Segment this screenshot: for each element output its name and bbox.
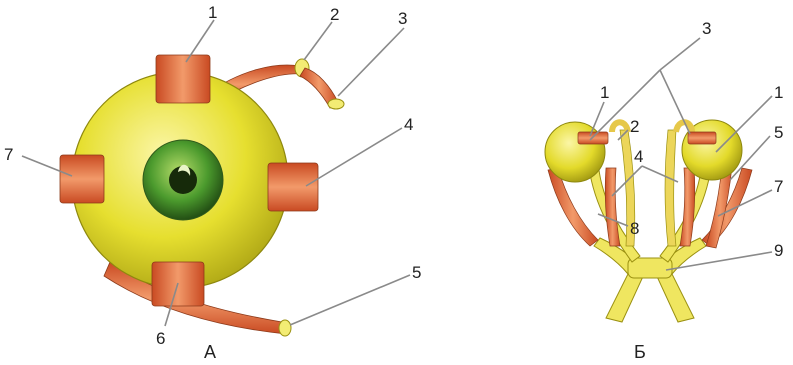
leader-a-4: [306, 128, 402, 186]
muscle-b-left-2: [605, 168, 620, 246]
muscle-b-right-2: [680, 168, 695, 246]
label-b-7: 7: [774, 177, 783, 196]
label-b-5: 5: [774, 123, 783, 142]
label-b-1a: 1: [600, 83, 609, 102]
caption-b: Б: [634, 342, 646, 362]
label-b-1b: 1: [774, 83, 783, 102]
label-a-2: 2: [330, 5, 339, 24]
label-a-4: 4: [404, 115, 413, 134]
superior-rectus-muscle: [156, 55, 210, 103]
label-b-9: 9: [774, 241, 783, 260]
muscle-b-right-top: [688, 132, 716, 144]
label-b-4: 4: [634, 147, 643, 166]
medial-rectus-muscle: [60, 155, 104, 203]
muscle-b-right-4: [665, 130, 676, 246]
leader-b-3b: [660, 70, 690, 134]
leader-b-3c: [660, 38, 700, 70]
lateral-rectus-muscle: [268, 163, 318, 211]
superior-oblique-end: [328, 99, 344, 109]
optic-chiasm-center: [628, 258, 672, 278]
leader-a-5: [290, 275, 410, 325]
optic-chiasm: [594, 238, 646, 322]
optic-chiasm-right: [654, 238, 706, 322]
inferior-oblique-end: [279, 320, 291, 336]
panel-a: 1 2 3 4 5 6 7 А: [4, 3, 421, 362]
label-a-3: 3: [398, 9, 407, 28]
label-b-2: 2: [630, 117, 639, 136]
label-a-6: 6: [156, 329, 165, 348]
label-a-5: 5: [412, 263, 421, 282]
label-a-1: 1: [208, 3, 217, 22]
trochlea-right: [676, 122, 692, 132]
label-a-7: 7: [4, 145, 13, 164]
leader-a-2: [304, 22, 332, 60]
caption-a: А: [204, 342, 216, 362]
label-b-3: 3: [702, 19, 711, 38]
eyeball-left: [545, 122, 605, 182]
label-b-8: 8: [630, 219, 639, 238]
leader-a-3: [338, 28, 404, 96]
panel-b: 3 1 2 4 8 1 5 7 9 Б: [545, 19, 783, 362]
